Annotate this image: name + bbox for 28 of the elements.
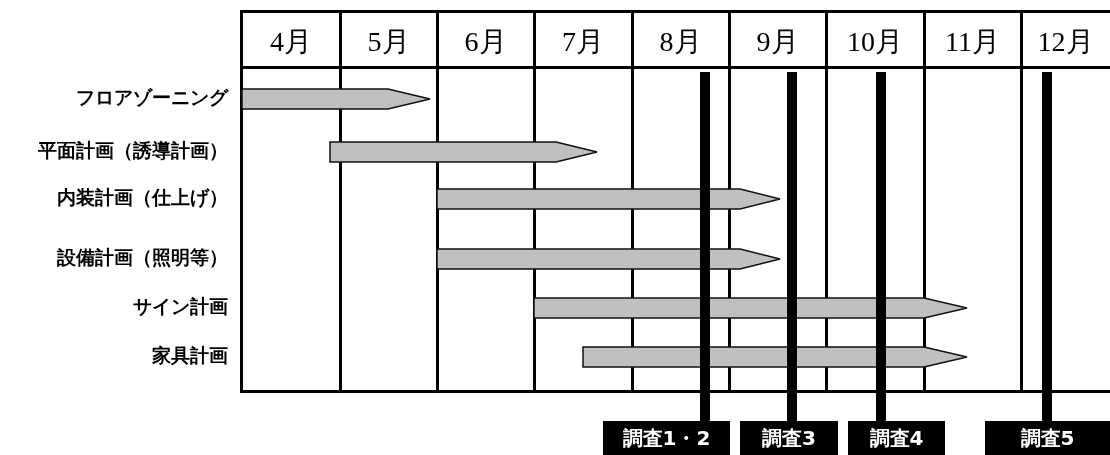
month-header: 5月 — [366, 25, 411, 59]
survey-label: 調査3 — [740, 421, 838, 455]
milestone-line — [1042, 72, 1052, 421]
month-header: 6月 — [463, 25, 508, 59]
month-header: 12月 — [1036, 25, 1095, 59]
task-bar — [436, 248, 781, 270]
task-bar — [533, 297, 968, 319]
task-bar — [241, 88, 431, 110]
month-header: 8月 — [658, 25, 703, 59]
task-label: 設備計画（照明等） — [57, 248, 228, 267]
milestone-line — [700, 72, 710, 421]
task-label: サイン計画 — [133, 297, 228, 316]
survey-label: 調査5 — [985, 421, 1110, 455]
survey-label: 調査1・2 — [603, 421, 730, 455]
month-header: 9月 — [755, 25, 800, 59]
month-header: 7月 — [561, 25, 605, 59]
month-header: 11月 — [944, 25, 1001, 59]
month-header: 10月 — [846, 25, 904, 59]
task-label: 内装計画（仕上げ） — [57, 188, 228, 207]
task-bar — [582, 346, 968, 368]
survey-label: 調査4 — [848, 421, 945, 455]
milestone-line — [787, 72, 797, 421]
task-bar — [436, 188, 781, 210]
month-header: 4月 — [269, 25, 313, 59]
milestone-line — [876, 72, 886, 421]
task-bar — [329, 141, 598, 163]
task-label: 家具計画 — [152, 346, 228, 365]
task-label: 平面計画（誘導計画） — [38, 141, 228, 160]
